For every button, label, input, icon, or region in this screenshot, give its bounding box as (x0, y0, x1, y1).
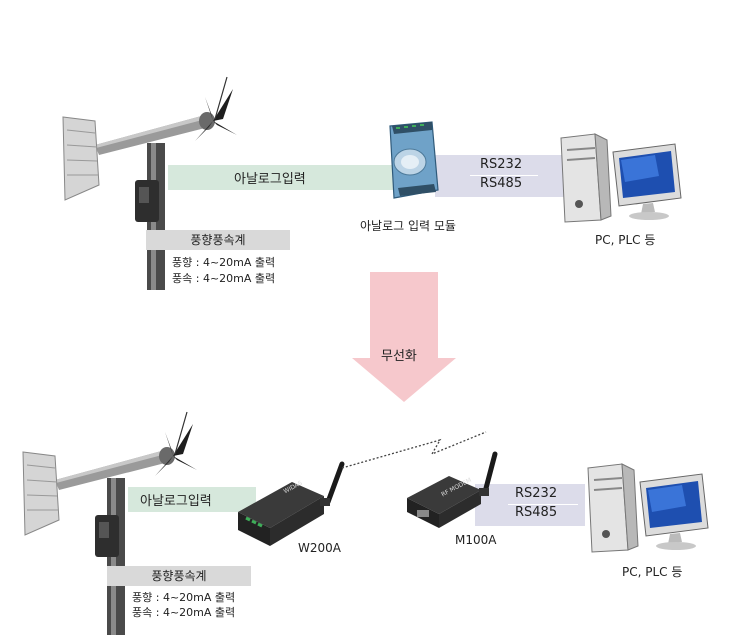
bottom-analog-band (128, 487, 256, 512)
top-spec-direction: 풍향 : 4~20mA 출력 (172, 256, 276, 269)
bottom-serial-band (475, 484, 585, 526)
top-rs485: RS485 (480, 176, 523, 191)
top-rs232: RS232 (480, 157, 523, 172)
arrow-label: 무선화 (381, 349, 417, 364)
top-sensor-title: 풍향풍속계 (146, 230, 290, 250)
bottom-spec-direction: 풍향 : 4~20mA 출력 (132, 591, 236, 604)
wireless-transmitter-icon (238, 461, 345, 546)
top-analog-label: 아날로그입력 (234, 172, 306, 187)
analog-module-icon (389, 121, 439, 199)
bottom-spec-speed: 풍속 : 4~20mA 출력 (132, 606, 236, 619)
rf-modem-icon (407, 451, 498, 528)
desktop-pc-icon (560, 133, 682, 223)
bottom-analog-label: 아날로그입력 (140, 494, 212, 509)
anemometer-icon (22, 411, 197, 635)
top-module-label: 아날로그 입력 모듈 (360, 219, 456, 233)
top-spec-speed: 풍속 : 4~20mA 출력 (172, 272, 276, 285)
m100a-label: M100A (455, 533, 497, 547)
bottom-serial-divider (508, 504, 578, 505)
desktop-pc-icon (587, 463, 709, 553)
top-analog-band (168, 165, 400, 190)
w200a-label: W200A (298, 541, 341, 555)
bottom-sensor-title: 풍향풍속계 (107, 566, 251, 586)
down-arrow (352, 272, 456, 402)
anemometer-icon (62, 76, 237, 290)
top-serial-divider (470, 175, 538, 176)
bottom-rs485: RS485 (515, 505, 558, 520)
bottom-pc-label: PC, PLC 등 (622, 565, 683, 579)
top-serial-band (435, 155, 565, 197)
top-pc-label: PC, PLC 등 (595, 233, 656, 247)
bottom-rs232: RS232 (515, 486, 558, 501)
wireless-link-icon (341, 431, 487, 469)
